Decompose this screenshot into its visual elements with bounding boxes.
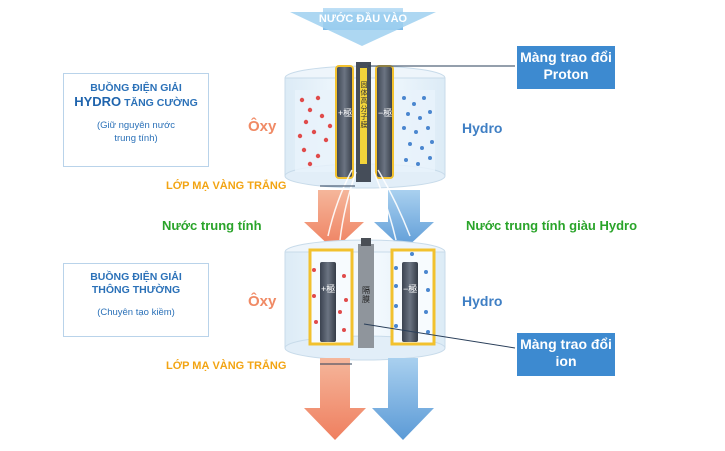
bottom-plus-electrode-label: +極 [321, 284, 336, 294]
top-chamber-subtitle: HYDRO TĂNG CƯỜNG [64, 95, 208, 110]
bottom-coating-label: LỚP MẠ VÀNG TRẮNG [166, 360, 287, 372]
bottom-hydro-label: Hydro [462, 293, 503, 309]
top-coating-label: LỚP MẠ VÀNG TRẮNG [166, 180, 287, 192]
top-chamber-note: (Giữ nguyên nước trung tính) [96, 120, 176, 144]
bottom-chamber-infobox: BUỒNG ĐIỆN GIẢI THÔNG THƯỜNG (Chuyên tạo… [63, 263, 209, 337]
bottom-minus-electrode-label: −極 [403, 284, 418, 294]
bottom-callout-ion-membrane: Màng trao đổi ion [517, 333, 615, 376]
top-oxy-label: Ôxy [248, 118, 277, 135]
hydrogen-rich-water-label: Nước trung tính giàu Hydro [466, 218, 638, 233]
bottom-chamber-subtitle: THÔNG THƯỜNG [91, 284, 181, 296]
bottom-chamber-note: (Chuyên tạo kiềm) [97, 307, 175, 318]
bottom-chamber-title: BUỒNG ĐIỆN GIẢI [90, 271, 182, 283]
top-membrane-glyphs: 固体高分子膜 [360, 82, 368, 129]
bottom-tank [284, 238, 446, 361]
top-hydro-label: Hydro [462, 120, 503, 136]
top-chamber-highlight: HYDRO [74, 94, 122, 109]
top-chamber-infobox: BUỒNG ĐIỆN GIẢI HYDRO TĂNG CƯỜNG (Giữ ng… [63, 73, 209, 167]
top-callout-proton-membrane: Màng trao đổi Proton [517, 46, 615, 89]
top-plus-electrode-label: +極 [338, 108, 353, 118]
bottom-membrane-glyphs: 隔膜 [362, 286, 370, 304]
top-minus-electrode-label: −極 [378, 108, 393, 118]
middle-flows [304, 169, 434, 250]
bottom-oxy-label: Ôxy [248, 293, 277, 310]
leader-lines [320, 65, 516, 365]
inlet-arrow [290, 8, 436, 46]
inlet-label: NƯỚC ĐẦU VÀO [318, 13, 408, 25]
top-chamber-subtitle-rest: TĂNG CƯỜNG [121, 97, 198, 109]
output-arrows [304, 358, 434, 440]
top-tank [284, 62, 446, 189]
top-chamber-title: BUỒNG ĐIỆN GIẢI [90, 82, 182, 94]
neutral-water-label: Nước trung tính [162, 218, 262, 233]
